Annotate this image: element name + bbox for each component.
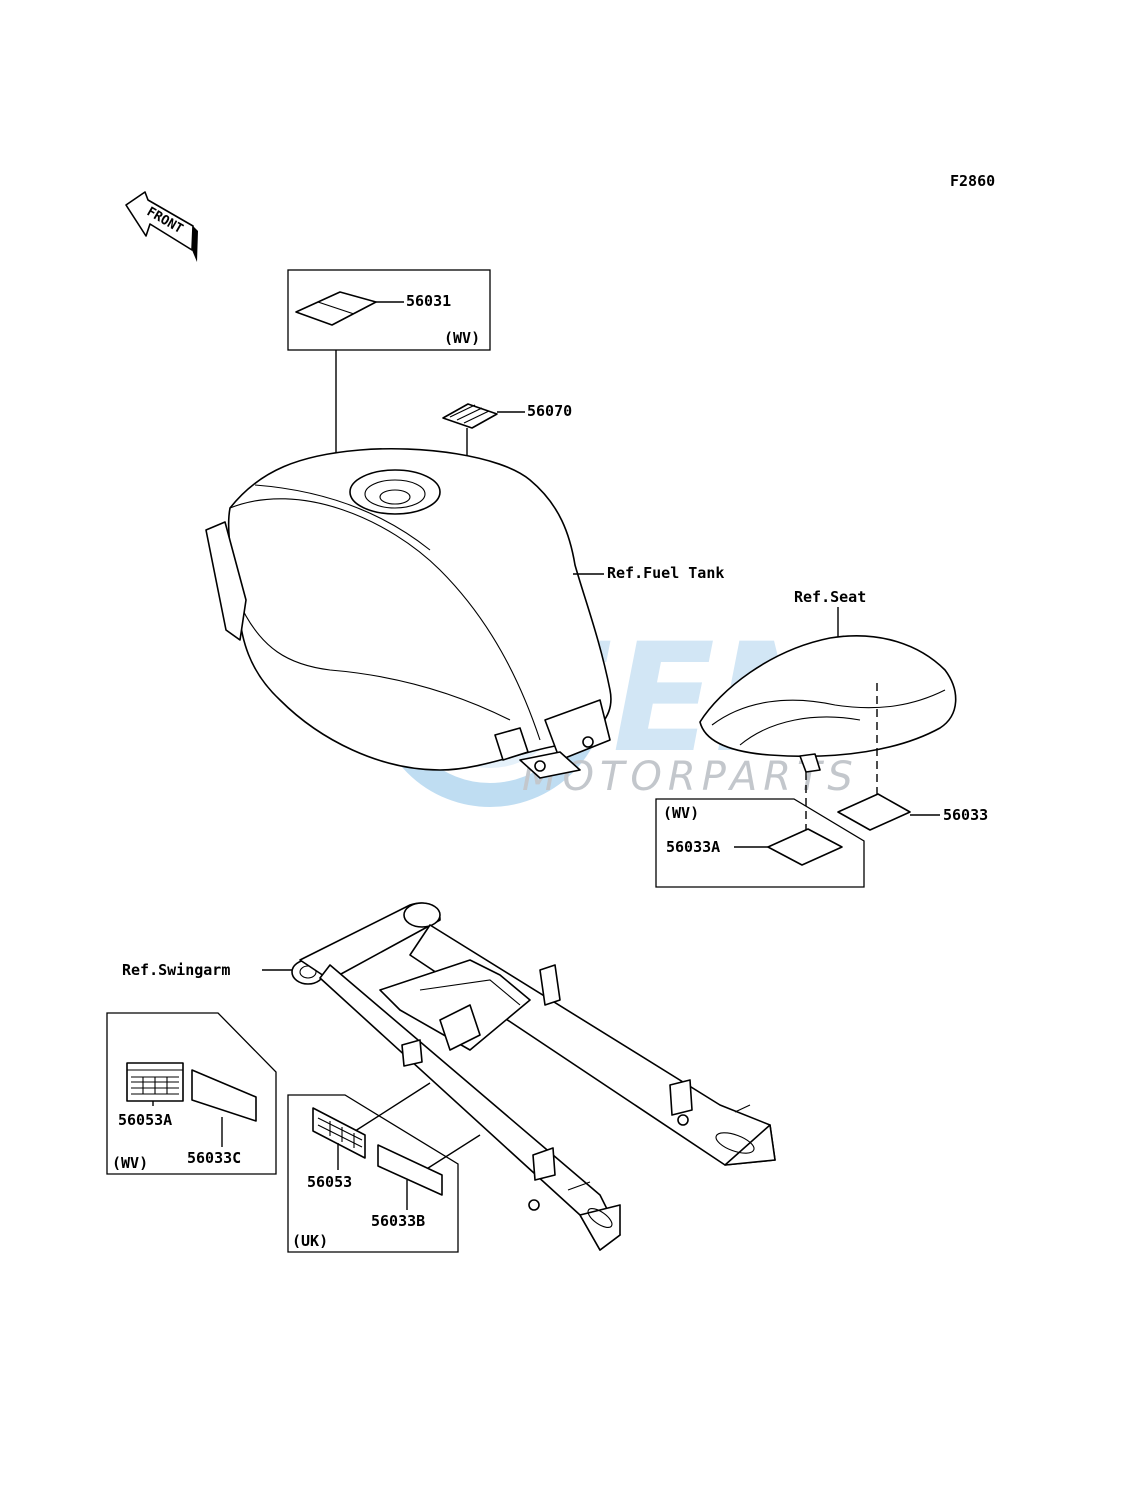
decal-56053-icon	[312, 1107, 366, 1159]
figure-code: F2860	[950, 172, 995, 190]
label-56031-group: 56031 (WV)	[287, 269, 491, 470]
part-number-56033A: 56033A	[666, 838, 720, 856]
swingarm: Ref.Swingarm	[122, 902, 776, 1251]
seat: Ref.Seat 56033 (WV) 56033A	[655, 588, 988, 888]
swingarm-wv-group: 56053A 56033C (WV)	[106, 1012, 277, 1175]
part-number-56033C: 56033C	[187, 1149, 241, 1167]
decal-56033A-icon	[767, 828, 843, 866]
filler-cap	[349, 469, 441, 515]
region-tag-uk-swingarm: (UK)	[292, 1232, 328, 1250]
region-tag-wv-top: (WV)	[444, 329, 480, 347]
region-box-wv-top	[287, 269, 491, 351]
watermark-sub: MOTORPARTS	[522, 754, 859, 800]
front-arrow-icon: FRONT	[125, 191, 198, 262]
region-tag-wv-seat: (WV)	[663, 804, 699, 822]
decal-56033-icon	[837, 793, 911, 831]
ref-fuel-tank: Ref.Fuel Tank	[607, 564, 724, 582]
region-box-wv-swingarm	[106, 1012, 277, 1175]
decal-56033C-icon	[191, 1069, 257, 1122]
fuel-tank: Ref.Fuel Tank	[205, 447, 724, 779]
ref-swingarm: Ref.Swingarm	[122, 961, 230, 979]
part-number-56053A: 56053A	[118, 1111, 172, 1129]
region-box-wv-seat	[655, 798, 865, 888]
region-box-uk-swingarm	[287, 1094, 459, 1253]
region-tag-wv-swingarm: (WV)	[112, 1154, 148, 1172]
decal-56070-icon	[442, 403, 498, 429]
part-number-56031: 56031	[406, 292, 451, 310]
part-number-56033: 56033	[943, 806, 988, 824]
swingarm-uk-group: 56053 56033B (UK)	[287, 1094, 459, 1253]
part-number-56053: 56053	[307, 1173, 352, 1191]
decal-56033B-icon	[377, 1144, 443, 1196]
ref-seat: Ref.Seat	[794, 588, 866, 606]
part-number-56033B: 56033B	[371, 1212, 425, 1230]
part-number-56070: 56070	[527, 402, 572, 420]
